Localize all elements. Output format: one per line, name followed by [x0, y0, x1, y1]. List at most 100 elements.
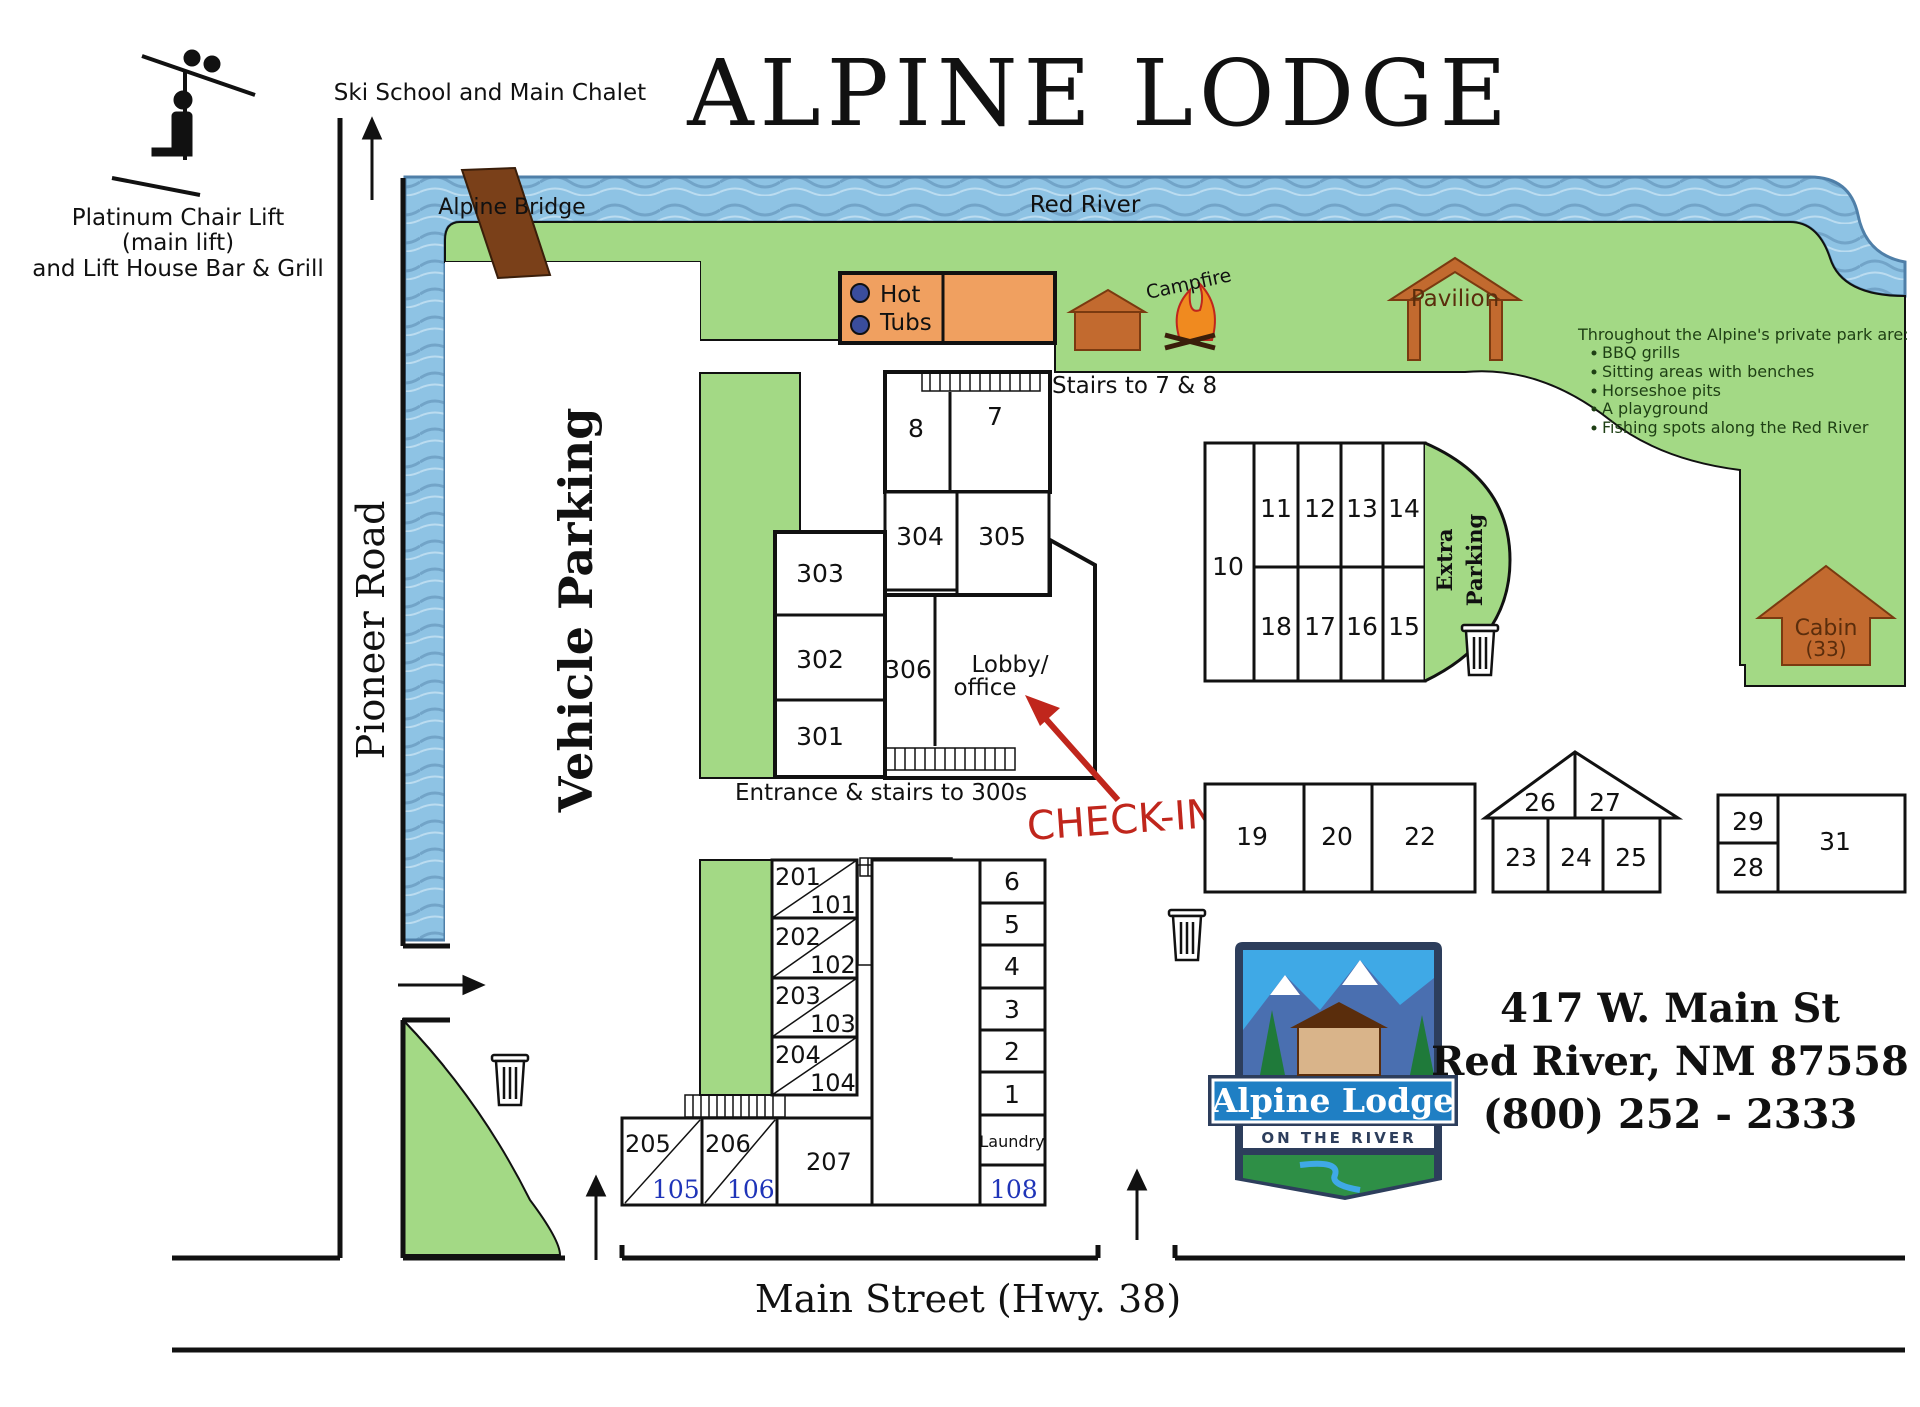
address-street: 417 W. Main St [1500, 985, 1840, 1032]
extra-parking-label-2: Parking [1462, 514, 1487, 607]
cabin-label: Cabin [1795, 616, 1858, 641]
park-item: Sitting areas with benches [1602, 362, 1814, 381]
unit-101: 101 [810, 891, 856, 919]
unit-24: 24 [1560, 843, 1592, 872]
unit-27: 27 [1589, 788, 1621, 817]
units-1-6-labels: 6 5 4 3 2 1 [1004, 867, 1020, 1109]
cabin-33: Cabin (33) [1755, 564, 1897, 666]
units-10-18-labels: 10 11 12 13 14 18 17 16 15 [1212, 494, 1420, 641]
unit-204: 204 [775, 1041, 821, 1069]
cabin-number: (33) [1805, 637, 1846, 661]
unit-10: 10 [1212, 552, 1244, 581]
office-label: office [953, 675, 1016, 701]
unit-106: 106 [727, 1175, 775, 1204]
unit-20: 20 [1321, 822, 1353, 851]
laundry-label: Laundry [979, 1132, 1044, 1151]
logo-name: Alpine Lodge [1211, 1081, 1455, 1120]
unit-5: 5 [1004, 910, 1020, 939]
unit-12: 12 [1304, 494, 1336, 523]
unit-2: 2 [1004, 1037, 1020, 1066]
lobby-label: Lobby/ [971, 652, 1048, 678]
alpine-bridge [460, 166, 552, 280]
unit-28: 28 [1732, 853, 1764, 882]
chair-lift-label: Platinum Chair Lift (main lift) and Lift… [32, 205, 324, 282]
check-in-label: CHECK-IN [1025, 791, 1217, 850]
lift-line-1: Platinum Chair Lift [72, 205, 284, 231]
trash-can-icon [1167, 908, 1207, 962]
unit-14: 14 [1388, 494, 1420, 523]
lift-line-2: (main lift) [122, 230, 234, 256]
stairs-7-8-label: Stairs to 7 & 8 [1052, 373, 1217, 399]
trash-can-icon [490, 623, 1500, 1107]
unit-8: 8 [908, 414, 924, 443]
units-100-200-labels: 201 101 202 102 203 103 204 104 205 206 … [625, 863, 856, 1176]
unit-16: 16 [1346, 612, 1378, 641]
lift-line-3: and Lift House Bar & Grill [32, 256, 324, 282]
pavilion-label: Pavilion [1411, 286, 1499, 312]
entrance-label: Entrance & stairs to 300s [735, 780, 1027, 806]
unit-102: 102 [810, 951, 856, 979]
unit-17: 17 [1304, 612, 1336, 641]
hot-label: Hot [880, 282, 920, 308]
alpine-bridge-label: Alpine Bridge [438, 195, 585, 220]
unit-305: 305 [978, 522, 1026, 551]
unit-302: 302 [796, 645, 844, 674]
hot-tubs: Hot Tubs [838, 271, 1057, 345]
address-phone: (800) 252 - 2333 [1483, 1091, 1858, 1138]
tubs-label: Tubs [879, 310, 932, 336]
grass-corner-fill [402, 1017, 562, 1256]
logo-tagline: ON THE RIVER [1261, 1129, 1416, 1147]
unit-105: 105 [652, 1175, 700, 1204]
trash-can-icon [490, 1053, 530, 1107]
unit-23: 23 [1505, 843, 1537, 872]
unit-13: 13 [1346, 494, 1378, 523]
unit-25: 25 [1615, 843, 1647, 872]
unit-206: 206 [705, 1130, 751, 1158]
units-blue-labels: 105 106 108 [652, 1175, 1038, 1204]
unit-108: 108 [990, 1175, 1038, 1204]
campfire-icon [1066, 281, 1216, 351]
alpine-lodge-logo: Alpine Lodge ON THE RIVER [1208, 942, 1458, 1200]
park-intro: Throughout the Alpine's private park are… [1577, 325, 1909, 344]
unit-303: 303 [796, 559, 844, 588]
building-10-18 [1203, 441, 1512, 683]
building-19-31 [1203, 750, 1907, 894]
unit-18: 18 [1260, 612, 1292, 641]
riverside-park [444, 221, 1906, 687]
unit-6: 6 [1004, 867, 1020, 896]
chair-lift-icon [111, 49, 256, 197]
unit-4: 4 [1004, 952, 1020, 981]
unit-15: 15 [1388, 612, 1420, 641]
unit-22: 22 [1404, 822, 1436, 851]
pioneer-road-label: Pioneer Road [349, 501, 393, 760]
vehicle-parking-label: Vehicle Parking [549, 408, 603, 814]
ski-school-label: Ski School and Main Chalet [334, 80, 646, 106]
park-item: A playground [1602, 399, 1709, 418]
unit-11: 11 [1260, 494, 1292, 523]
building-100-200 [620, 858, 1047, 1207]
unit-29: 29 [1732, 807, 1764, 836]
unit-205: 205 [625, 1130, 671, 1158]
unit-304: 304 [896, 522, 944, 551]
unit-3: 3 [1004, 995, 1020, 1024]
unit-203: 203 [775, 982, 821, 1010]
roads [172, 118, 1905, 1353]
main-street-label: Main Street (Hwy. 38) [755, 1277, 1181, 1321]
unit-201: 201 [775, 863, 821, 891]
check-in-arrow [1025, 695, 1121, 802]
units-300-labels: 8 7 304 305 303 302 301 306 [796, 402, 1026, 751]
units-19-31-labels: 19 20 22 26 27 23 24 25 29 28 31 [1236, 788, 1851, 882]
address-city: Red River, NM 87558 [1431, 1038, 1909, 1085]
unit-19: 19 [1236, 822, 1268, 851]
park-item: BBQ grills [1602, 343, 1680, 362]
unit-1: 1 [1004, 1080, 1020, 1109]
unit-103: 103 [810, 1010, 856, 1038]
unit-26: 26 [1524, 788, 1556, 817]
red-river-label: Red River [1030, 192, 1141, 218]
pavilion-icon [1386, 256, 1524, 361]
unit-207: 207 [806, 1148, 852, 1176]
trash-can-icon [1460, 623, 1500, 677]
unit-306: 306 [884, 655, 932, 684]
park-item: Fishing spots along the Red River [1602, 418, 1869, 437]
